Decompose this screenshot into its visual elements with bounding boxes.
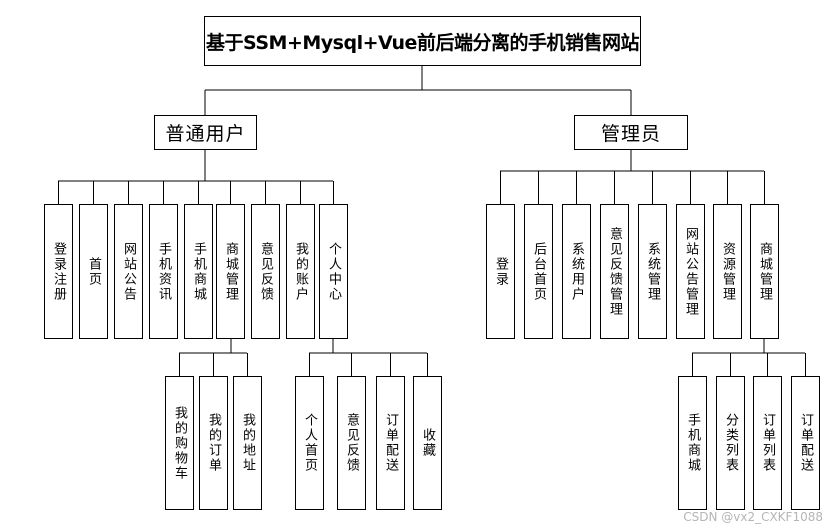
admin-module-6-label: 资源管理 — [720, 241, 735, 302]
user-shop-child-2-label: 我的地址 — [240, 413, 255, 473]
watermark: CSDN @vx2_CXKF1088 — [683, 510, 823, 524]
user-module-6: 意见反馈 — [251, 204, 280, 339]
user-module-3: 手机资讯 — [149, 204, 178, 339]
user-center-child-0-label: 个人首页 — [302, 413, 317, 473]
admin-module-0-label: 登录 — [493, 256, 508, 287]
user-center-child-1: 意见反馈 — [337, 376, 366, 510]
admin-module-5: 网站公告管理 — [676, 204, 705, 339]
admin-module-5-label: 网站公告管理 — [683, 226, 698, 317]
user-shop-child-1-label: 我的订单 — [206, 413, 221, 473]
user-center-child-3: 收藏 — [413, 376, 442, 510]
user-module-6-label: 意见反馈 — [258, 241, 273, 302]
admin-module-2: 系统用户 — [562, 204, 591, 339]
user-module-1: 首页 — [79, 204, 108, 339]
user-module-2: 网站公告 — [114, 204, 143, 339]
user-shop-child-1: 我的订单 — [199, 376, 228, 510]
system-title: 基于SSM+Mysql+Vue前后端分离的手机销售网站 — [206, 31, 639, 54]
user-module-8-label: 个人中心 — [326, 241, 341, 302]
admin-module-0: 登录 — [486, 204, 515, 339]
admin-shop-child-2-label: 订单列表 — [760, 413, 775, 473]
admin-shop-child-3: 订单配送 — [791, 376, 820, 510]
admin-shop-child-3-label: 订单配送 — [798, 413, 813, 473]
user-center-child-0: 个人首页 — [295, 376, 324, 510]
user-shop-child-0-label: 我的购物车 — [172, 405, 187, 481]
admin-module-7: 商城管理 — [750, 204, 779, 339]
admin-shop-child-0-label: 手机商城 — [685, 413, 700, 473]
admin-module-3-label: 意见反馈管理 — [607, 226, 622, 317]
user-module-4: 手机商城 — [184, 204, 213, 339]
user-center-child-3-label: 收藏 — [420, 428, 435, 458]
user-module-7: 我的账户 — [286, 204, 315, 339]
role-user-box: 普通用户 — [154, 115, 257, 150]
admin-shop-child-1: 分类列表 — [716, 376, 745, 510]
user-module-8: 个人中心 — [319, 204, 348, 339]
system-title-box: 基于SSM+Mysql+Vue前后端分离的手机销售网站 — [204, 16, 641, 66]
user-module-3-label: 手机资讯 — [156, 241, 171, 302]
admin-module-6: 资源管理 — [713, 204, 742, 339]
admin-module-2-label: 系统用户 — [569, 241, 584, 302]
user-module-2-label: 网站公告 — [121, 241, 136, 302]
user-module-7-label: 我的账户 — [293, 241, 308, 302]
admin-module-4-label: 系统管理 — [645, 241, 660, 302]
user-center-child-2: 订单配送 — [376, 376, 405, 510]
admin-shop-child-1-label: 分类列表 — [723, 413, 738, 473]
user-module-1-label: 首页 — [86, 256, 101, 287]
admin-shop-child-0: 手机商城 — [678, 376, 707, 510]
user-shop-child-2: 我的地址 — [233, 376, 262, 510]
user-module-5: 商城管理 — [216, 204, 245, 339]
admin-module-1: 后台首页 — [524, 204, 553, 339]
admin-shop-child-2: 订单列表 — [753, 376, 782, 510]
user-center-child-1-label: 意见反馈 — [344, 413, 359, 473]
role-admin-label: 管理员 — [600, 123, 661, 145]
admin-module-7-label: 商城管理 — [757, 241, 772, 302]
user-module-0-label: 登录注册 — [51, 241, 66, 302]
role-user-label: 普通用户 — [165, 123, 246, 145]
user-module-4-label: 手机商城 — [191, 241, 206, 302]
admin-module-1-label: 后台首页 — [531, 241, 546, 302]
user-module-5-label: 商城管理 — [223, 241, 238, 302]
user-shop-child-0: 我的购物车 — [165, 376, 194, 510]
admin-module-3: 意见反馈管理 — [600, 204, 629, 339]
role-admin-box: 管理员 — [574, 115, 688, 150]
admin-module-4: 系统管理 — [638, 204, 667, 339]
user-module-0: 登录注册 — [44, 204, 73, 339]
user-center-child-2-label: 订单配送 — [383, 413, 398, 473]
